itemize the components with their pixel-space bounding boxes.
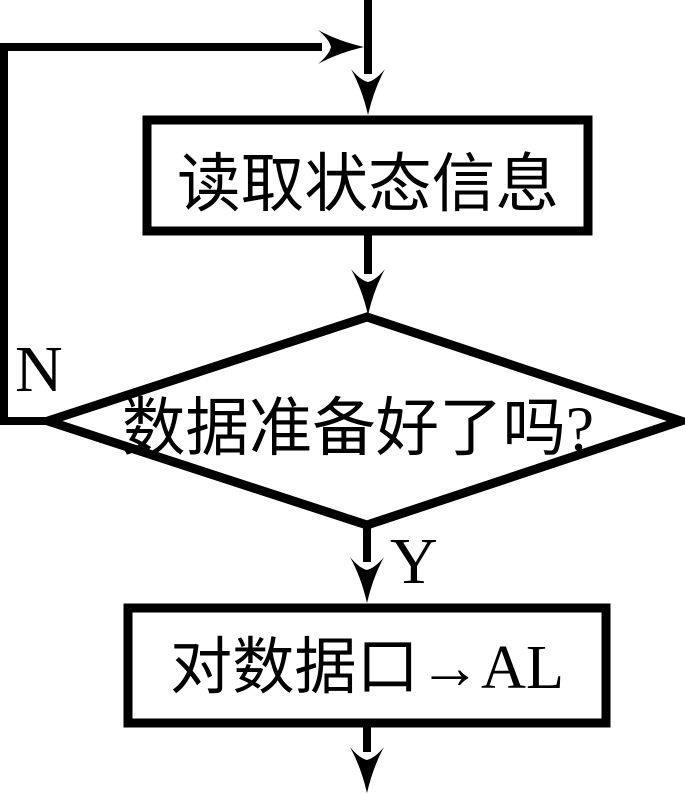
output-label: 对数据口→AL bbox=[170, 634, 564, 702]
decision-to-output-arrowhead-icon bbox=[350, 557, 384, 603]
box1-to-decision-arrowhead-icon bbox=[351, 269, 385, 315]
decision-label: 数据准备好了吗? bbox=[122, 393, 594, 464]
loop-connector bbox=[0, 43, 322, 425]
yes-branch-label: Y bbox=[390, 525, 438, 598]
entry-arrowhead-icon bbox=[351, 69, 385, 115]
exit-arrowhead-icon bbox=[350, 747, 384, 793]
loop-arrowhead-icon bbox=[318, 30, 364, 64]
read-status-label: 读取状态信息 bbox=[177, 149, 559, 220]
output-box bbox=[123, 603, 611, 728]
no-branch-label: N bbox=[15, 333, 63, 406]
read-status-box bbox=[142, 115, 593, 236]
